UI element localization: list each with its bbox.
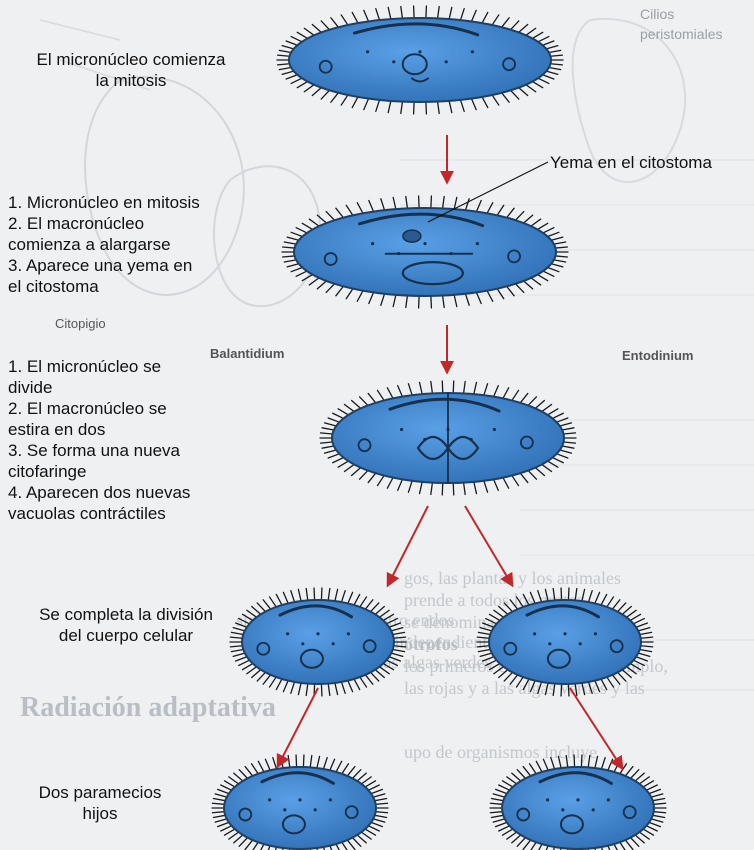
bg-label-peristomiales: peristomiales	[640, 26, 723, 42]
arrow-daughter-left	[276, 687, 319, 769]
stage-2-item: 3. Aparece una yema en el citostoma	[8, 256, 193, 296]
stage-4-label: Se completa la división del cuerpo celul…	[39, 605, 213, 645]
arrow-split-left	[386, 505, 429, 588]
stage-2-item: 1. Micronúcleo en mitosis	[8, 193, 200, 212]
paramecium-daughter-right	[476, 587, 654, 697]
stage-2-list: 1. Micronúcleo en mitosis 2. El macronúc…	[8, 192, 278, 297]
bg-text-fragment: upo de organismos incluye	[404, 742, 598, 762]
stage-2-item: 2. El macronúcleo comienza a alargarse	[8, 214, 171, 254]
paramecium-daughter-left	[229, 587, 407, 697]
stage-3-item: 2. El macronúcleo se estira en dos	[8, 399, 167, 439]
arrow-daughter-right	[569, 687, 624, 771]
paramecium-child-left	[211, 754, 389, 850]
bg-label-entodinium: Entodinium	[622, 348, 694, 363]
bg-label-balantidium: Balantidium	[210, 346, 285, 361]
bg-text-fragment: ótrofos	[404, 634, 458, 654]
stage-3-item: 4. Aparecen dos nuevas vacuolas contráct…	[8, 483, 191, 523]
bg-text-fragment: se denomina	[404, 612, 495, 632]
paramecium-stage-3	[319, 380, 577, 496]
paramecium-stage-1	[276, 5, 564, 115]
stage-1-label: El micronúcleo comienza la mitosis	[36, 50, 226, 90]
stage-5-label: Dos paramecios hijos	[38, 783, 162, 823]
stage-3-list: 1. El micronúcleo se divide 2. El macron…	[8, 356, 278, 524]
callout-yema-label: Yema en el citostoma	[550, 153, 712, 172]
bg-label-cilios: Cilios	[640, 6, 675, 22]
callout-leader-line	[427, 161, 549, 223]
stage-3-item: 3. Se forma una nueva citofaringe	[8, 441, 181, 481]
paramecium-stage-2	[281, 195, 569, 309]
stage-3-item: 1. El micronúcleo se divide	[8, 357, 162, 397]
arrow-split-right	[464, 505, 514, 588]
bg-heading-radiacion: Radiación adaptativa	[20, 692, 276, 723]
paramecium-child-right	[489, 754, 667, 850]
bg-label-citopigio: Citopigio	[55, 316, 106, 331]
